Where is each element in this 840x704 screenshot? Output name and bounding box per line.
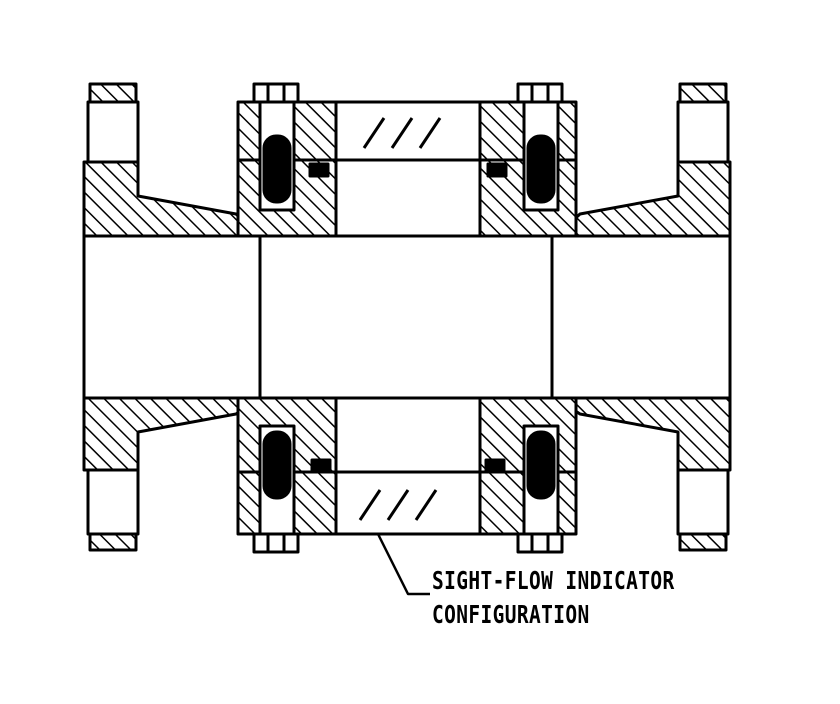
left-flange-top — [82, 82, 262, 238]
left-indicator-body-top — [236, 82, 338, 238]
left-flange-bottom — [82, 396, 262, 552]
right-indicator-body-top — [478, 82, 578, 238]
pipe-bore — [82, 234, 732, 400]
right-flange-top — [554, 82, 732, 238]
right-indicator-body-bottom — [478, 396, 578, 554]
label-line-2: CONFIGURATION — [432, 600, 590, 629]
sight-glass-bottom — [334, 470, 482, 536]
sight-glass-top — [334, 100, 482, 162]
right-flange-bottom — [554, 396, 732, 552]
label-line-1: SIGHT-FLOW INDICATOR — [432, 566, 675, 595]
left-indicator-body-bottom — [236, 396, 338, 554]
label-leader-line — [376, 533, 430, 596]
